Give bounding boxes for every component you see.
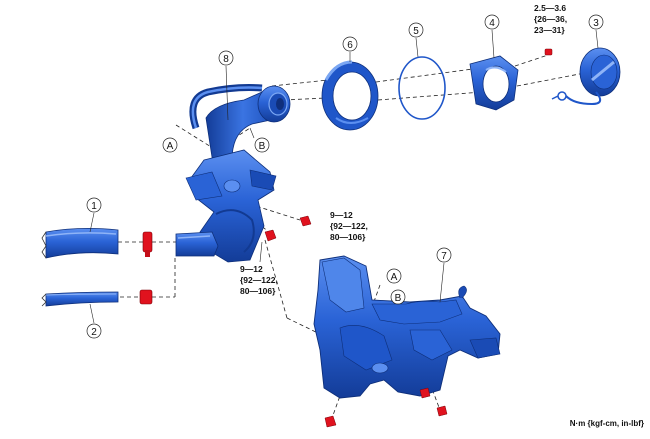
callout-4-label: 4 (489, 18, 495, 29)
torque-left-line-1: 9—12 (240, 264, 263, 274)
hose-clamp-upper (142, 231, 153, 257)
callout-2-label: 2 (91, 327, 97, 338)
torque-left-line-2: {92—122, (240, 275, 278, 285)
callout-2: 2 (86, 303, 102, 339)
protector-bolt-left (324, 415, 337, 428)
protector-clip-middle (419, 387, 431, 399)
callout-8-label: 8 (223, 54, 229, 65)
filler-seal-ring (321, 60, 379, 131)
torque-right-line-3: 80—106} (330, 232, 366, 242)
torque-right-line-2: {92—122, (330, 221, 368, 231)
callout-5-label: 5 (413, 26, 419, 37)
callout-6: 6 (342, 36, 358, 62)
protector-clip-right (436, 405, 448, 417)
torque-right-line-1: 9—12 (330, 210, 353, 220)
filler-hose (41, 228, 119, 259)
torque-cap-line-3: 23—31} (534, 25, 565, 35)
callout-6-label: 6 (347, 40, 353, 51)
callout-B-pipe: B (249, 127, 270, 153)
torque-cap-line-2: {26—36, (534, 14, 567, 24)
torque-spec-right: 9—12 {92—122, 80—106} (330, 210, 368, 242)
o-ring (398, 56, 446, 120)
callout-B-pipe-label: B (259, 141, 266, 152)
callout-1: 1 (86, 197, 102, 233)
callout-A-protector: A (386, 268, 402, 284)
cap-screw (544, 48, 553, 56)
unit-note: N·m {kgf-cm, in-lbf} (570, 419, 644, 428)
callout-3: 3 (588, 14, 604, 49)
callout-5: 5 (408, 22, 424, 58)
mounting-bolt-bracket (299, 215, 312, 227)
callout-1-label: 1 (91, 201, 97, 212)
filler-pipe-protector (313, 255, 501, 399)
callout-8: 8 (218, 50, 234, 121)
torque-spec-left: 9—12 {92—122, 80—106} (240, 241, 278, 296)
fuel-filler-pipe (175, 84, 291, 263)
filler-neck-collar (469, 55, 519, 111)
callout-A-protector-label: A (391, 272, 398, 283)
callout-7-label: 7 (441, 251, 447, 262)
callout-3-label: 3 (593, 18, 599, 29)
torque-cap-line-1: 2.5—3.6 (534, 3, 566, 13)
torque-spec-cap: 2.5—3.6 {26—36, 23—31} (534, 3, 567, 35)
callout-4: 4 (484, 14, 500, 59)
callout-B-protector-label: B (395, 293, 402, 304)
callout-B-protector: B (390, 289, 406, 305)
hose-clamp-lower (139, 289, 153, 305)
callout-A-pipe-label: A (167, 141, 174, 152)
callout-7: 7 (436, 247, 452, 303)
fuel-filler-cap (551, 47, 621, 106)
breather-hose (41, 291, 119, 307)
torque-left-line-3: 80—106} (240, 286, 276, 296)
mounting-bolt-pipe (264, 229, 277, 242)
callout-A-pipe: A (162, 137, 178, 153)
